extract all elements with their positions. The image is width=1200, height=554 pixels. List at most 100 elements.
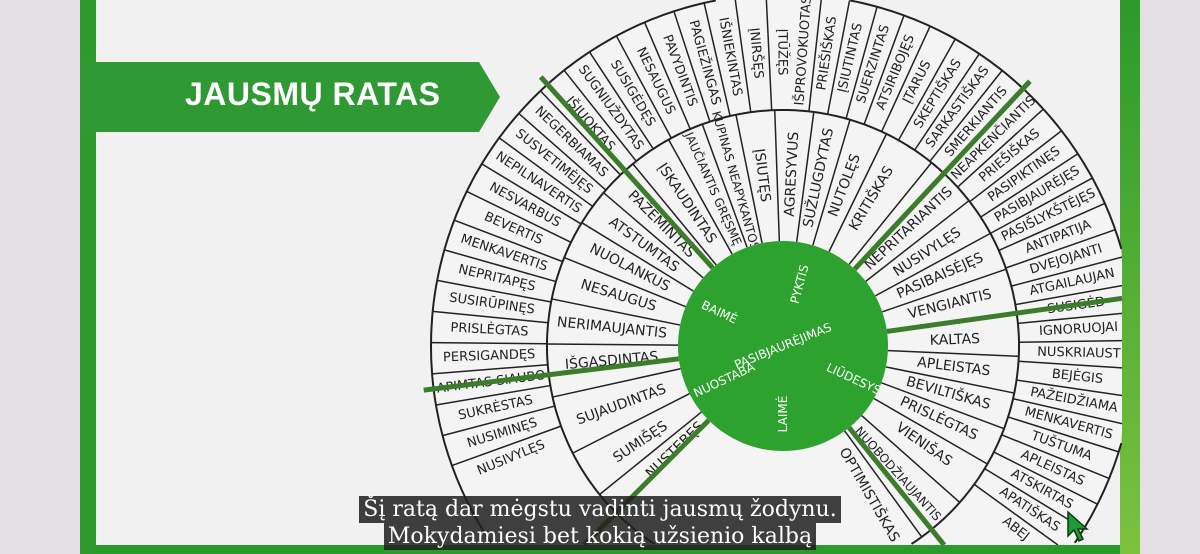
ring-divider bbox=[993, 451, 1098, 505]
ring-divider bbox=[667, 139, 733, 255]
ring-divider bbox=[498, 137, 594, 208]
segment-separator bbox=[538, 75, 715, 270]
ring-divider bbox=[990, 177, 1093, 235]
ring-divider bbox=[808, 0, 822, 112]
slide-title: JAUSMŲ RATAS bbox=[185, 76, 441, 112]
ring-divider bbox=[551, 298, 681, 326]
middle-ring-label: KALTAS bbox=[929, 331, 980, 349]
ring-divider bbox=[885, 366, 1015, 394]
segment-separator bbox=[847, 426, 947, 545]
middle-ring-label: ĮSIUTĘS bbox=[751, 148, 773, 203]
ring-divider bbox=[795, 111, 815, 242]
ring-divider bbox=[1007, 416, 1119, 453]
ring-divider bbox=[435, 384, 551, 406]
ring-divider bbox=[865, 200, 970, 282]
ring-divider bbox=[632, 163, 717, 266]
segment-separator bbox=[886, 295, 1122, 334]
ring-divider bbox=[588, 51, 654, 150]
mouse-cursor-icon bbox=[1067, 510, 1089, 543]
ring-divider bbox=[844, 430, 923, 538]
ring-divider bbox=[765, 0, 773, 111]
subtitles: Šį ratą dar mėgstu vadinti jausmų žodynu… bbox=[0, 496, 1200, 550]
ring-divider bbox=[998, 202, 1106, 252]
ring-divider bbox=[887, 349, 1019, 358]
ring-divider bbox=[984, 467, 1085, 530]
ring-divider bbox=[880, 25, 931, 132]
ring-divider bbox=[432, 310, 549, 324]
ring-divider bbox=[873, 397, 988, 465]
outer-ring-label: ĮNIRŠĘS bbox=[746, 27, 767, 79]
ring-divider bbox=[774, 110, 781, 242]
outer-ring-label: NUSKRIAUST bbox=[1037, 345, 1121, 362]
ring-divider bbox=[437, 279, 552, 303]
middle-ring-label: AGRESYVUS bbox=[782, 131, 802, 217]
ring-divider bbox=[1018, 339, 1122, 344]
ring-divider bbox=[701, 123, 748, 248]
ring-divider bbox=[432, 363, 548, 375]
ring-divider bbox=[1005, 228, 1116, 269]
subtitle-line-1: Šį ratą dar mėgstu vadinti jausmų žodynu… bbox=[359, 496, 841, 523]
ring-divider bbox=[563, 256, 686, 308]
ring-divider bbox=[881, 382, 1005, 430]
ring-divider bbox=[481, 163, 582, 225]
ring-divider bbox=[897, 38, 956, 141]
ring-divider bbox=[572, 393, 690, 454]
ring-divider bbox=[451, 425, 562, 467]
ring-divider bbox=[643, 22, 691, 130]
outer-ring-label: IŠPROVOKUOTAS bbox=[791, 0, 815, 106]
ring-divider bbox=[466, 190, 572, 244]
ring-divider bbox=[547, 343, 679, 346]
ring-divider bbox=[1012, 397, 1122, 425]
title-banner: JAUSMŲ RATAS bbox=[80, 62, 500, 132]
ring-divider bbox=[454, 219, 563, 263]
ring-divider bbox=[1018, 360, 1122, 369]
ring-divider bbox=[703, 2, 731, 117]
ring-divider bbox=[812, 119, 851, 246]
outer-ring-label: PERSIGANDĘS bbox=[443, 347, 536, 365]
ring-divider bbox=[828, 133, 888, 252]
ring-divider bbox=[861, 415, 961, 503]
ring-divider bbox=[882, 268, 1007, 313]
ring-divider bbox=[914, 53, 980, 151]
ring-divider bbox=[603, 192, 704, 279]
ring-divider bbox=[518, 112, 607, 191]
middle-ring bbox=[546, 109, 1020, 545]
ring-divider bbox=[980, 153, 1079, 218]
slide-accent-stripe bbox=[1120, 0, 1140, 554]
outer-ring-label: ĮTŪŽĘS bbox=[774, 29, 790, 76]
ring-divider bbox=[969, 130, 1062, 203]
ring-divider bbox=[539, 90, 621, 176]
ring-divider bbox=[957, 108, 1044, 188]
outer-ring-label: BEJĖGIS bbox=[1051, 366, 1104, 387]
ring-divider bbox=[863, 15, 905, 125]
ring-divider bbox=[1011, 256, 1122, 287]
ring-divider bbox=[581, 222, 694, 292]
ring-divider bbox=[826, 0, 851, 115]
ring-divider bbox=[444, 249, 557, 283]
ring-divider bbox=[615, 35, 672, 139]
segment-separator bbox=[852, 79, 1032, 271]
outer-ring-label: IGNORUOJAI bbox=[1039, 320, 1119, 339]
ring-divider bbox=[874, 232, 991, 297]
subtitle-line-2: Mokydamiesi bet kokią užsienio kalbą bbox=[383, 523, 817, 550]
ring-divider bbox=[1015, 284, 1122, 306]
ring-divider bbox=[431, 341, 548, 345]
ring-divider bbox=[735, 114, 763, 244]
ring-divider bbox=[442, 405, 555, 437]
ring-divider bbox=[1017, 312, 1122, 325]
ring-divider bbox=[673, 11, 711, 122]
ring-divider bbox=[599, 411, 702, 496]
ring-divider bbox=[563, 69, 637, 162]
outer-ring-label: PRISLĖGTAS bbox=[450, 320, 529, 340]
ring-divider bbox=[973, 483, 1059, 545]
ring-divider bbox=[929, 70, 1003, 162]
ring-divider bbox=[845, 6, 878, 119]
segment-separator bbox=[423, 356, 680, 393]
ring-divider bbox=[552, 367, 681, 398]
wheel-center bbox=[678, 241, 888, 451]
ring-divider bbox=[734, 0, 752, 113]
ring-divider bbox=[1016, 379, 1122, 397]
ring-divider bbox=[848, 162, 933, 265]
ring-divider bbox=[1001, 434, 1110, 480]
